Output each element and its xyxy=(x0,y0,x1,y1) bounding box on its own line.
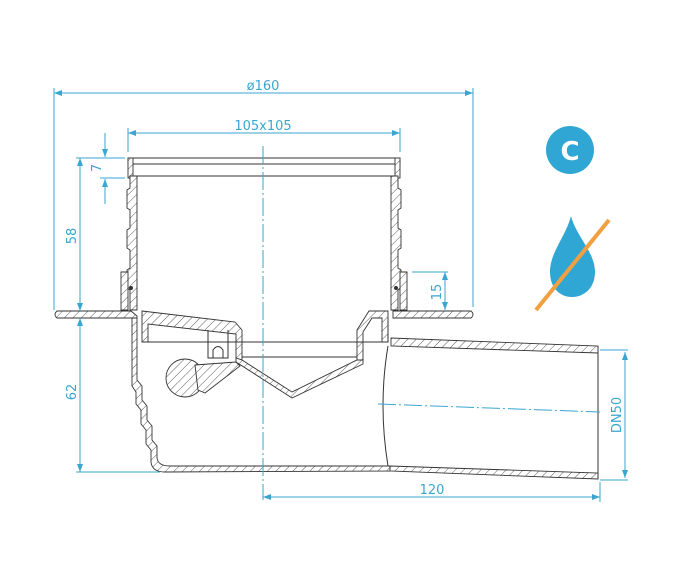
dim-outer-diameter: ø160 xyxy=(247,79,280,94)
dim-height-below-flange: 62 xyxy=(65,384,80,401)
dim-outlet-size: DN50 xyxy=(610,397,625,433)
grate xyxy=(127,157,401,165)
dim-outlet-length: 120 xyxy=(420,483,445,498)
flange xyxy=(54,310,138,319)
drain-body xyxy=(54,157,599,480)
dim-grate-height: 7 xyxy=(90,164,105,172)
class-c-badge: C xyxy=(546,126,594,174)
badge-letter: C xyxy=(560,137,579,167)
outlet-pipe xyxy=(390,337,599,354)
dimensions: ø160 105x105 7 58 62 15 120 DN50 xyxy=(53,79,628,502)
water-drop-crossed-icon xyxy=(534,216,611,312)
center-line-outlet xyxy=(377,403,601,413)
dim-grate-size: 105x105 xyxy=(234,119,291,134)
dim-ring-height: 15 xyxy=(430,284,445,301)
dim-height-above-flange: 58 xyxy=(65,228,80,245)
